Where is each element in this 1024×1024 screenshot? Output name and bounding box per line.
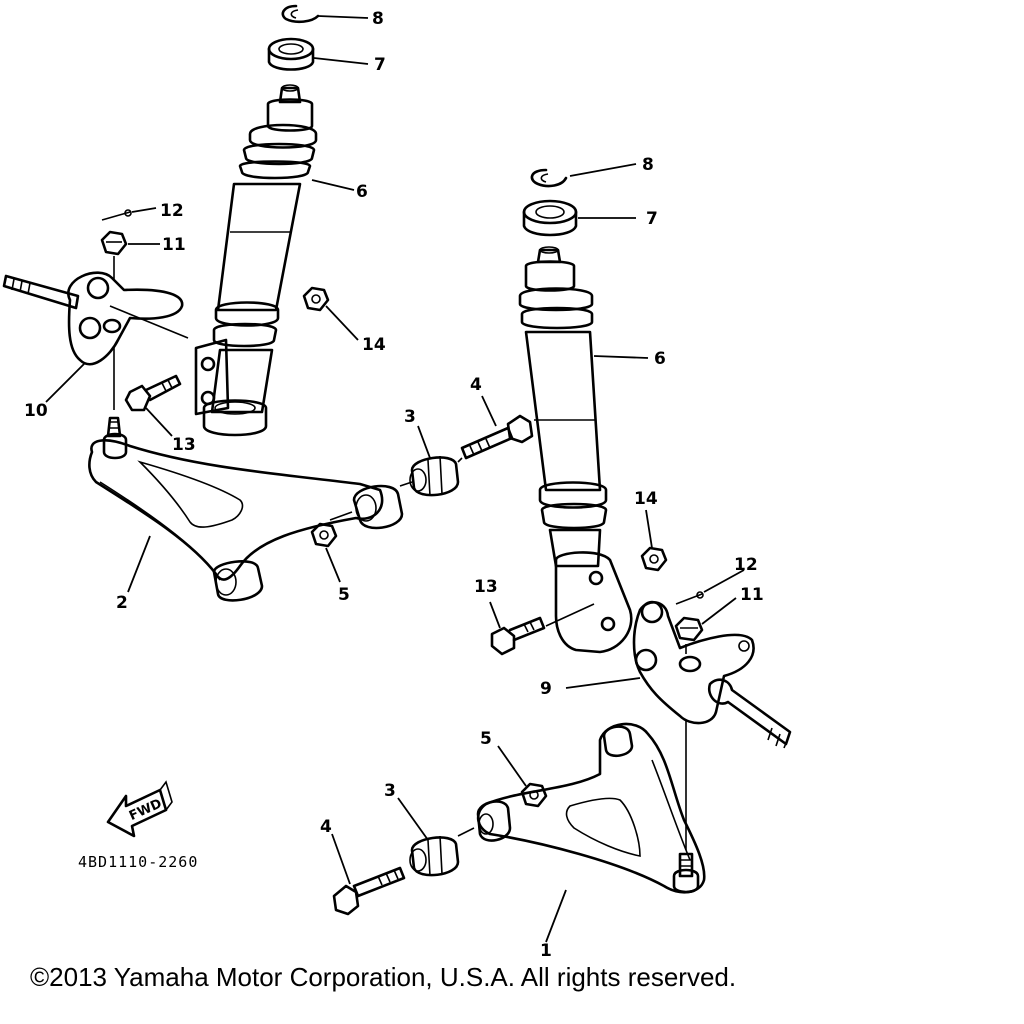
circlip-right — [530, 168, 568, 188]
callout-5-right: 5 — [480, 729, 492, 749]
bolt-4-right — [332, 866, 406, 916]
callout-7-left: 7 — [374, 55, 386, 75]
bushing-right — [409, 835, 460, 877]
nut-14-left — [302, 286, 330, 312]
knuckle-right — [632, 600, 792, 749]
cotter-pin-right — [675, 591, 704, 605]
nut-5-right — [520, 782, 548, 808]
castle-nut-left — [100, 230, 128, 256]
callout-11-right: 11 — [740, 585, 764, 605]
circlip-left — [281, 4, 320, 24]
bushing-left — [409, 455, 460, 497]
bolt-13-right — [490, 616, 546, 656]
callout-13-right: 13 — [474, 577, 498, 597]
callout-5-left: 5 — [338, 585, 350, 605]
callout-4-right: 4 — [320, 817, 332, 837]
callout-14-left: 14 — [362, 335, 386, 355]
bolt-13-left — [124, 374, 182, 412]
shock-absorber-left — [202, 84, 318, 437]
callout-numbers: 8 7 6 14 12 11 10 13 2 5 3 4 8 7 6 14 12… — [24, 9, 764, 961]
cotter-pin-left — [101, 209, 132, 221]
nut-5-left — [310, 522, 338, 548]
callout-10: 10 — [24, 401, 48, 421]
fwd-arrow-icon: FWD — [106, 780, 173, 838]
callout-4-left: 4 — [470, 375, 482, 395]
callout-12-right: 12 — [734, 555, 758, 575]
lower-arm-left — [88, 416, 404, 602]
callout-12-left: 12 — [160, 201, 184, 221]
castle-nut-right — [674, 616, 704, 642]
copyright-notice: ©2013 Yamaha Motor Corporation, U.S.A. A… — [30, 962, 737, 992]
assembly-axis-lines — [109, 256, 687, 850]
shock-absorber-right — [518, 246, 608, 568]
bolt-4-left — [460, 414, 534, 460]
callout-13-left: 13 — [172, 435, 196, 455]
callout-6-right: 6 — [654, 349, 666, 369]
callout-11-left: 11 — [162, 235, 186, 255]
shock-lower-bracket-right — [554, 551, 633, 654]
callout-8-right: 8 — [642, 155, 654, 175]
callout-8-left: 8 — [372, 9, 384, 29]
callout-2: 2 — [116, 593, 128, 613]
callout-7-right: 7 — [646, 209, 658, 229]
shock-lower-bracket-left — [194, 338, 230, 416]
leader-lines — [45, 15, 745, 943]
lower-arm-right — [476, 722, 706, 894]
callout-3-left: 3 — [404, 407, 416, 427]
callout-9: 9 — [540, 679, 552, 699]
callout-1: 1 — [540, 941, 552, 961]
callout-3-right: 3 — [384, 781, 396, 801]
nut-14-right — [640, 546, 668, 572]
nut-left — [267, 37, 315, 71]
callout-6-left: 6 — [356, 182, 368, 202]
part-code: 4BD1110-2260 — [78, 853, 198, 871]
knuckle-left — [2, 271, 184, 366]
nut-right — [522, 199, 578, 237]
callout-14-right: 14 — [634, 489, 658, 509]
